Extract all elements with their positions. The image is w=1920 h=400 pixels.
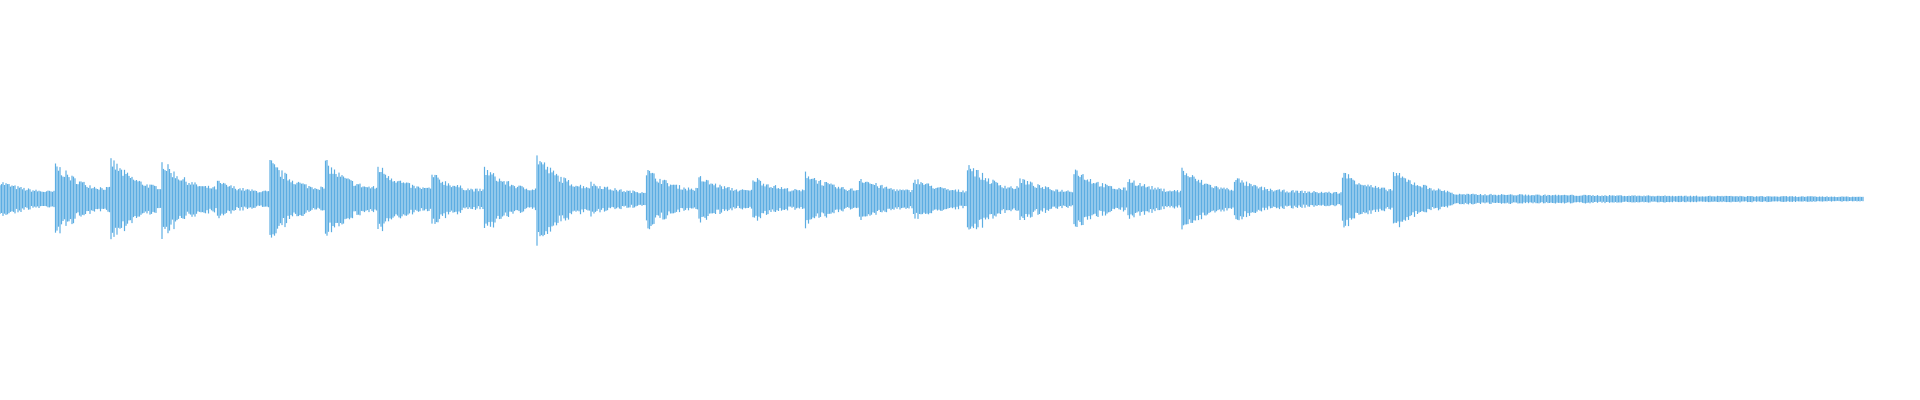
waveform-bars [0,155,1864,246]
